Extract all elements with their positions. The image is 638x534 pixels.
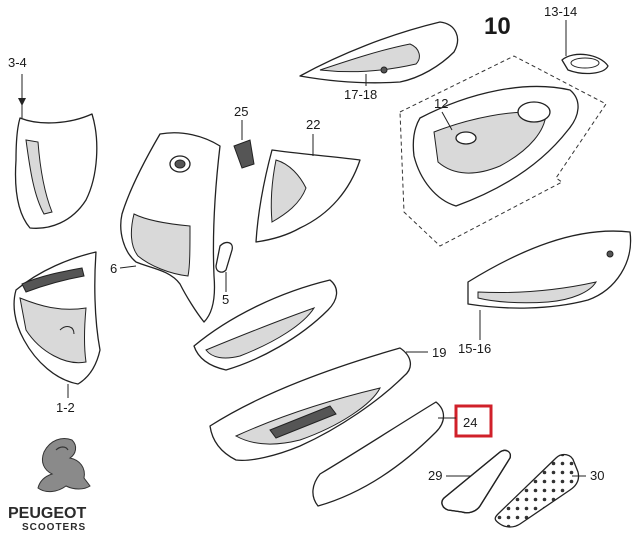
label-1-2: 1-2 (56, 400, 75, 415)
leader-6 (119, 265, 137, 269)
label-19: 19 (432, 345, 446, 360)
part-10-storage-box-group[interactable] (399, 55, 607, 247)
label-25: 25 (234, 104, 248, 119)
part-15-16-side-cover[interactable] (467, 230, 632, 309)
label-30: 30 (590, 468, 604, 483)
brand-sub: SCOOTERS (22, 522, 86, 533)
label-24-highlight-box (454, 404, 493, 438)
peugeot-lion-logo (37, 438, 91, 493)
label-5: 5 (222, 292, 229, 307)
arrow-3-4 (18, 98, 26, 106)
label-29: 29 (428, 468, 442, 483)
part-5-cap[interactable] (215, 241, 233, 273)
label-24: 24 (463, 415, 477, 430)
label-10: 10 (484, 13, 511, 40)
part-30-footrest-mat[interactable] (494, 453, 580, 528)
part-29-footrest-mat[interactable] (441, 449, 512, 514)
part-25-clip[interactable] (233, 139, 255, 169)
part-22-center-panel[interactable] (255, 149, 361, 243)
part-3-4-front-shield[interactable] (14, 104, 98, 229)
part-24-side-skirt[interactable] (312, 401, 445, 507)
label-15-16: 15-16 (458, 341, 491, 356)
leader-12 (441, 111, 453, 131)
part-17-18-upper-fairing[interactable] (299, 21, 459, 84)
part-1-2-front-lower-shield[interactable] (13, 251, 101, 385)
label-3-4: 3-4 (8, 55, 27, 70)
label-12: 12 (434, 96, 448, 111)
label-17-18: 17-18 (344, 87, 377, 102)
part-13-14-gasket[interactable] (561, 53, 609, 75)
label-13-14: 13-14 (544, 4, 577, 19)
label-6: 6 (110, 261, 117, 276)
part-6-inner-leg-shield[interactable] (120, 132, 221, 323)
label-22: 22 (306, 117, 320, 132)
part-19-floor-panel[interactable] (209, 347, 411, 462)
brand-name: PEUGEOT (8, 505, 86, 522)
part-floor-cover[interactable] (193, 279, 338, 371)
